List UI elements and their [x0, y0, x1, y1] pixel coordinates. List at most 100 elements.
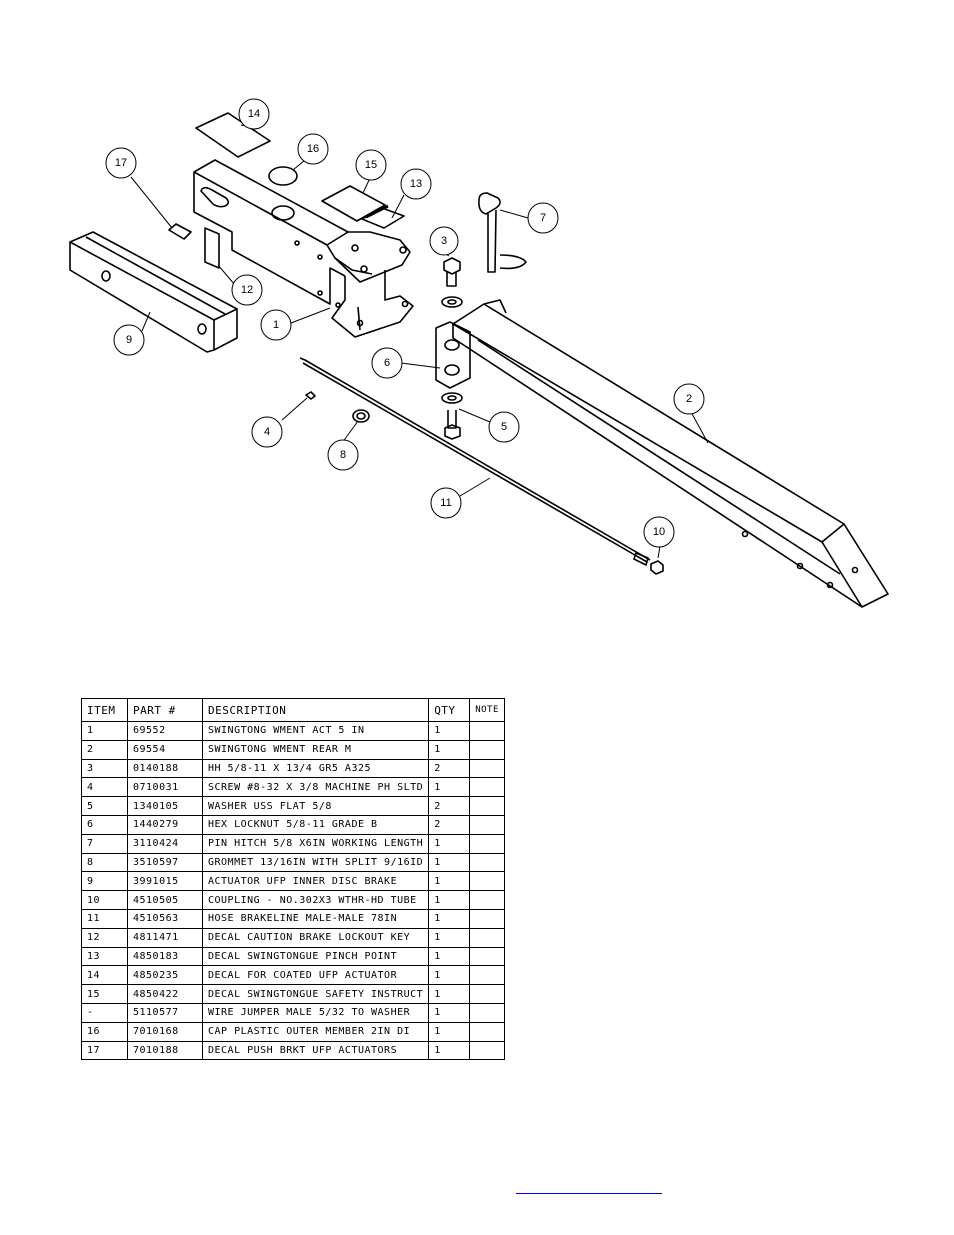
- decal-14-shape: [195, 112, 271, 158]
- callout-8: 8: [340, 449, 346, 461]
- header-description: DESCRIPTION: [201, 698, 430, 722]
- footer-link[interactable]: [516, 1183, 662, 1194]
- cell-qty: 2: [428, 814, 471, 835]
- cell-part: 0710031: [127, 777, 203, 798]
- cell-note: [469, 852, 505, 873]
- cell-item: 17: [81, 1040, 128, 1061]
- cell-item: 4: [81, 777, 128, 798]
- cell-description: COUPLING - NO.302X3 WTHR-HD TUBE: [201, 890, 430, 910]
- header-note: NOTE: [469, 698, 505, 722]
- grommet-8-shape: [352, 409, 370, 423]
- callout-12: 12: [241, 284, 253, 296]
- callout-5: 5: [501, 421, 507, 433]
- cell-part: 4811471: [127, 927, 203, 948]
- coupling-10-shape: [650, 560, 664, 575]
- cell-description: SWINGTONG WMENT ACT 5 IN: [201, 721, 430, 741]
- cell-item: 12: [81, 927, 128, 948]
- callout-11: 11: [440, 497, 451, 509]
- cell-note: [469, 1040, 505, 1061]
- header-qty: QTY: [428, 698, 471, 722]
- cell-note: [469, 908, 505, 929]
- cell-note: [469, 1002, 505, 1023]
- callout-15: 15: [365, 159, 377, 171]
- cell-description: ACTUATOR UFP INNER DISC BRAKE: [201, 871, 430, 892]
- cell-qty: 1: [428, 890, 471, 910]
- cell-part: 7010188: [127, 1040, 203, 1061]
- callout-13: 13: [410, 178, 422, 190]
- callout-1: 1: [273, 319, 279, 331]
- washer-5-shape: [441, 392, 463, 440]
- cell-note: [469, 739, 505, 760]
- callout-14: 14: [248, 108, 260, 120]
- cell-item: 16: [81, 1021, 128, 1042]
- cell-qty: 1: [428, 777, 471, 798]
- cell-description: DECAL SWINGTONGUE PINCH POINT: [201, 946, 430, 967]
- header-part-number: PART #: [127, 698, 203, 722]
- cell-item: 10: [81, 890, 128, 910]
- cell-part: 4510505: [127, 890, 203, 910]
- cell-note: [469, 984, 505, 1004]
- bolt-3-shape: [441, 257, 463, 308]
- cell-part: 7010168: [127, 1021, 203, 1042]
- cell-part: 69552: [127, 721, 203, 741]
- cell-part: 3510597: [127, 852, 203, 873]
- decal-15-shape: [321, 185, 386, 222]
- cell-qty: 2: [428, 796, 471, 816]
- cell-part: 4510563: [127, 908, 203, 929]
- cell-qty: 1: [428, 871, 471, 892]
- decal-12-shape: [204, 227, 220, 269]
- cell-note: [469, 890, 505, 910]
- cell-qty: 1: [428, 739, 471, 760]
- cell-description: HEX LOCKNUT 5/8-11 GRADE B: [201, 814, 430, 835]
- cell-part: 4850422: [127, 984, 203, 1004]
- cell-description: WIRE JUMPER MALE 5/32 TO WASHER: [201, 1002, 430, 1023]
- screw-4-shape: [305, 391, 316, 400]
- cell-description: DECAL PUSH BRKT UFP ACTUATORS: [201, 1040, 430, 1061]
- cell-qty: 1: [428, 1021, 471, 1042]
- cell-description: CAP PLASTIC OUTER MEMBER 2IN DI: [201, 1021, 430, 1042]
- cell-qty: 1: [428, 946, 471, 967]
- cell-description: SWINGTONG WMENT REAR M: [201, 739, 430, 760]
- cell-note: [469, 833, 505, 854]
- cell-qty: 1: [428, 852, 471, 873]
- cell-qty: 1: [428, 927, 471, 948]
- cell-note: [469, 758, 505, 779]
- cell-note: [469, 777, 505, 798]
- cell-note: [469, 814, 505, 835]
- header-item: ITEM: [81, 698, 128, 722]
- callout-17: 17: [115, 157, 127, 169]
- cell-description: DECAL SWINGTONGUE SAFETY INSTRUCT: [201, 984, 430, 1004]
- cell-qty: 1: [428, 1002, 471, 1023]
- cell-item: 11: [81, 908, 128, 929]
- cell-item: 9: [81, 871, 128, 892]
- callout-10: 10: [653, 526, 665, 538]
- cell-item: 2: [81, 739, 128, 760]
- cell-note: [469, 796, 505, 816]
- cell-item: -: [81, 1002, 128, 1023]
- cell-note: [469, 1021, 505, 1042]
- cell-item: 5: [81, 796, 128, 816]
- cell-description: WASHER USS FLAT 5/8: [201, 796, 430, 816]
- cell-description: HOSE BRAKELINE MALE-MALE 78IN: [201, 908, 430, 929]
- rear-weldment-2-shape: [435, 299, 889, 608]
- cell-qty: 1: [428, 984, 471, 1004]
- exploded-parts-drawing: 14 16 17 15 13 7 3 12 1 9 6 2 4 5 8 11 1…: [69, 98, 889, 608]
- cell-note: [469, 721, 505, 741]
- cell-qty: 1: [428, 1040, 471, 1061]
- callout-16: 16: [307, 143, 319, 155]
- cell-description: SCREW #8-32 X 3/8 MACHINE PH SLTD: [201, 777, 430, 798]
